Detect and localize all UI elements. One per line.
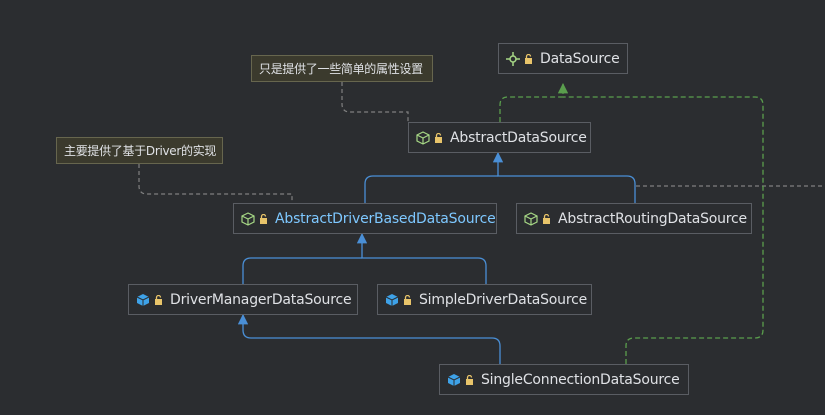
edge-driver-manager-extends-abstract-driver-based <box>242 257 362 284</box>
class-icon <box>447 373 461 387</box>
lock-icon <box>403 294 412 305</box>
lock-icon <box>465 374 474 385</box>
node-single-connection[interactable]: SingleConnectionDataSource <box>439 364 689 395</box>
edge-abstract-datasource-implements-datasource <box>499 82 569 122</box>
node-abstract-driver-based[interactable]: AbstractDriverBasedDataSource <box>233 203 497 234</box>
edge-single-connection-extends-driver-manager <box>237 313 501 364</box>
class-icon <box>385 293 399 307</box>
abstract-class-icon <box>416 130 430 145</box>
abstract-class-icon <box>241 211 255 226</box>
node-label: AbstractDataSource <box>450 129 587 146</box>
abstract-class-icon <box>524 211 538 226</box>
node-label: DataSource <box>540 50 620 67</box>
class-icon <box>136 293 150 307</box>
node-label: AbstractDriverBasedDataSource <box>275 210 496 227</box>
node-label: SimpleDriverDataSource <box>419 291 587 308</box>
note-attrs: 只是提供了一些简单的属性设置 <box>251 55 433 82</box>
edge-abstract-driver-based-extends-abstract-datasource <box>364 175 498 203</box>
note-driver: 主要提供了基于Driver的实现 <box>56 137 223 164</box>
node-driver-manager[interactable]: DriverManagerDataSource <box>128 284 358 315</box>
lock-icon <box>434 132 443 143</box>
note-link-driver <box>138 164 293 202</box>
interface-icon <box>506 51 520 66</box>
note-attrs-text: 只是提供了一些简单的属性设置 <box>259 62 423 76</box>
node-simple-driver[interactable]: SimpleDriverDataSource <box>377 284 592 315</box>
note-driver-text: 主要提供了基于Driver的实现 <box>64 144 217 158</box>
edge-abstract-routing-extends-abstract-datasource <box>492 151 636 203</box>
lock-icon <box>524 53 533 64</box>
node-label: SingleConnectionDataSource <box>481 371 680 388</box>
node-label: DriverManagerDataSource <box>170 291 352 308</box>
note-link-attrs <box>341 82 409 122</box>
edge-simple-driver-extends-abstract-driver-based <box>356 232 487 284</box>
node-abstract-routing[interactable]: AbstractRoutingDataSource <box>516 203 752 234</box>
node-datasource[interactable]: DataSource <box>498 43 628 74</box>
node-abstract-datasource[interactable]: AbstractDataSource <box>408 122 591 153</box>
lock-icon <box>154 294 163 305</box>
lock-icon <box>542 213 551 224</box>
lock-icon <box>259 213 268 224</box>
node-label: AbstractRoutingDataSource <box>558 210 747 227</box>
